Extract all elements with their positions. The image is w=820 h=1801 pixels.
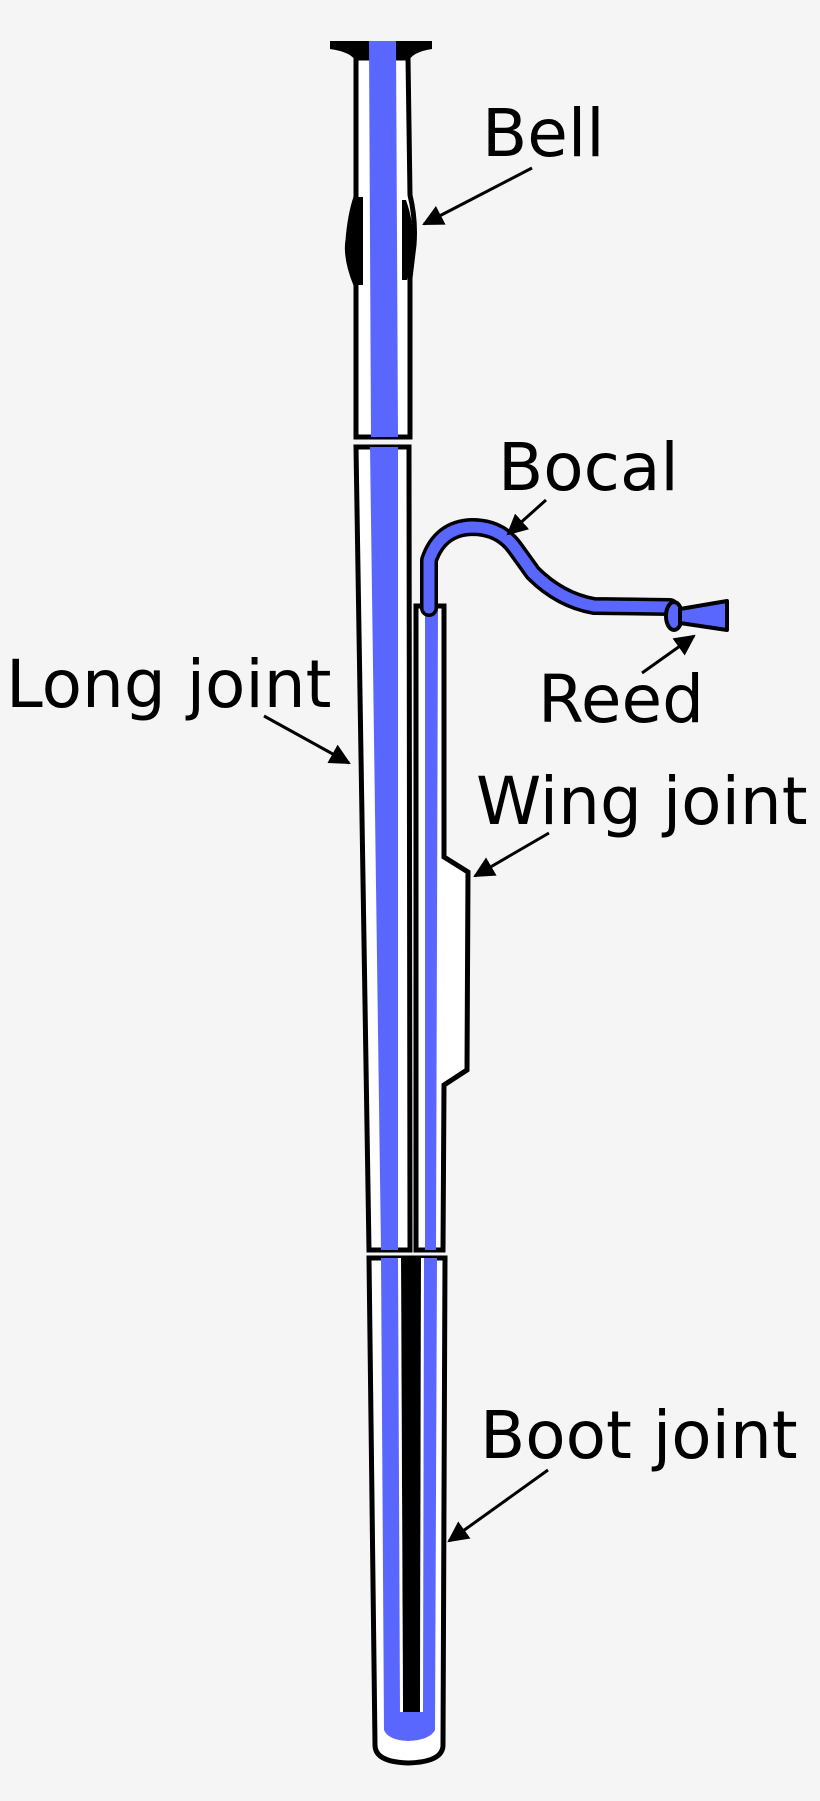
bocal-label: Bocal	[498, 429, 679, 506]
bell-bore	[369, 41, 398, 437]
bell-arrow	[422, 166, 533, 226]
reed-arrow	[641, 634, 696, 675]
wing-joint-label: Wing joint	[476, 763, 808, 840]
long-joint-arrow	[263, 714, 351, 765]
bell-ring	[346, 197, 363, 285]
bell-ring-right	[402, 200, 414, 280]
bocal-tube	[420, 518, 679, 617]
reed-section	[664, 599, 729, 632]
bell-label: Bell	[482, 95, 605, 172]
bocal-section	[420, 518, 679, 617]
wing-joint-bore	[425, 606, 438, 1250]
wing-joint-body	[413, 603, 471, 1253]
bocal-bore	[423, 521, 676, 614]
boot-joint-arrow	[447, 1468, 549, 1543]
reed-blade	[678, 599, 729, 632]
wing-joint-arrow	[473, 831, 550, 878]
bocal-arrow	[506, 498, 548, 536]
long-joint-bore	[370, 447, 398, 1250]
boot-joint-divider-gap	[398, 1258, 403, 1712]
reed-label: Reed	[538, 661, 704, 738]
wing-joint-section	[413, 603, 471, 1253]
boot-joint-divider-gap-right	[420, 1258, 424, 1712]
boot-joint-label: Boot joint	[480, 1397, 798, 1474]
long-joint-section	[353, 444, 413, 1253]
boot-joint-divider	[401, 1258, 421, 1712]
boot-joint-section	[366, 1255, 448, 1766]
long-joint-label: Long joint	[6, 646, 331, 723]
bell-section	[330, 41, 432, 440]
